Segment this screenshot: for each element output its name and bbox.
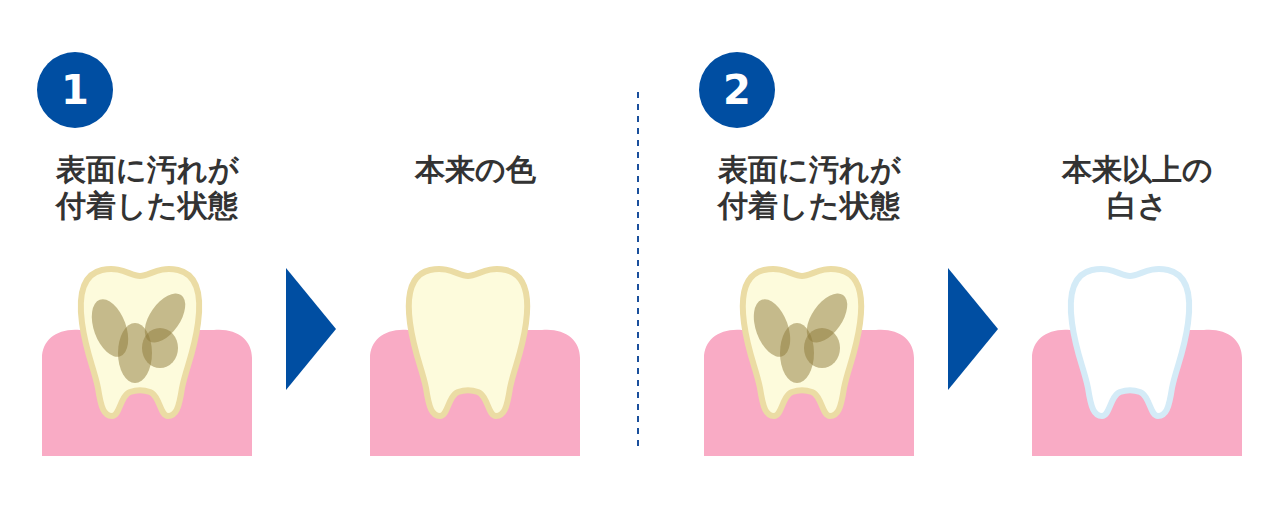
- tooth-panel: 表面に汚れが 付着した状態: [42, 152, 252, 456]
- divider-line: [637, 92, 639, 446]
- tooth-panel: 表面に汚れが 付着した状態: [704, 152, 914, 456]
- panel-heading: 本来以上の 白さ: [1037, 152, 1237, 224]
- white-tooth: [1032, 269, 1242, 456]
- arrow-connector: [286, 268, 336, 390]
- stained-tooth: [704, 269, 914, 456]
- stained-tooth: [42, 269, 252, 456]
- tooth-panel: 本来以上の 白さ: [1032, 152, 1242, 456]
- panel-heading: 表面に汚れが 付着した状態: [709, 152, 909, 224]
- panel-heading: 本来の色: [375, 152, 575, 188]
- natural-tooth: [370, 269, 580, 456]
- step-number: 2: [699, 52, 775, 128]
- callout-number: 2: [723, 70, 751, 110]
- tooth-panel: 本来の色: [370, 152, 580, 456]
- panel-heading: 表面に汚れが 付着した状態: [47, 152, 247, 224]
- arrow-connector: [948, 268, 998, 390]
- callout-number: 1: [61, 70, 89, 110]
- step-number: 1: [37, 52, 113, 128]
